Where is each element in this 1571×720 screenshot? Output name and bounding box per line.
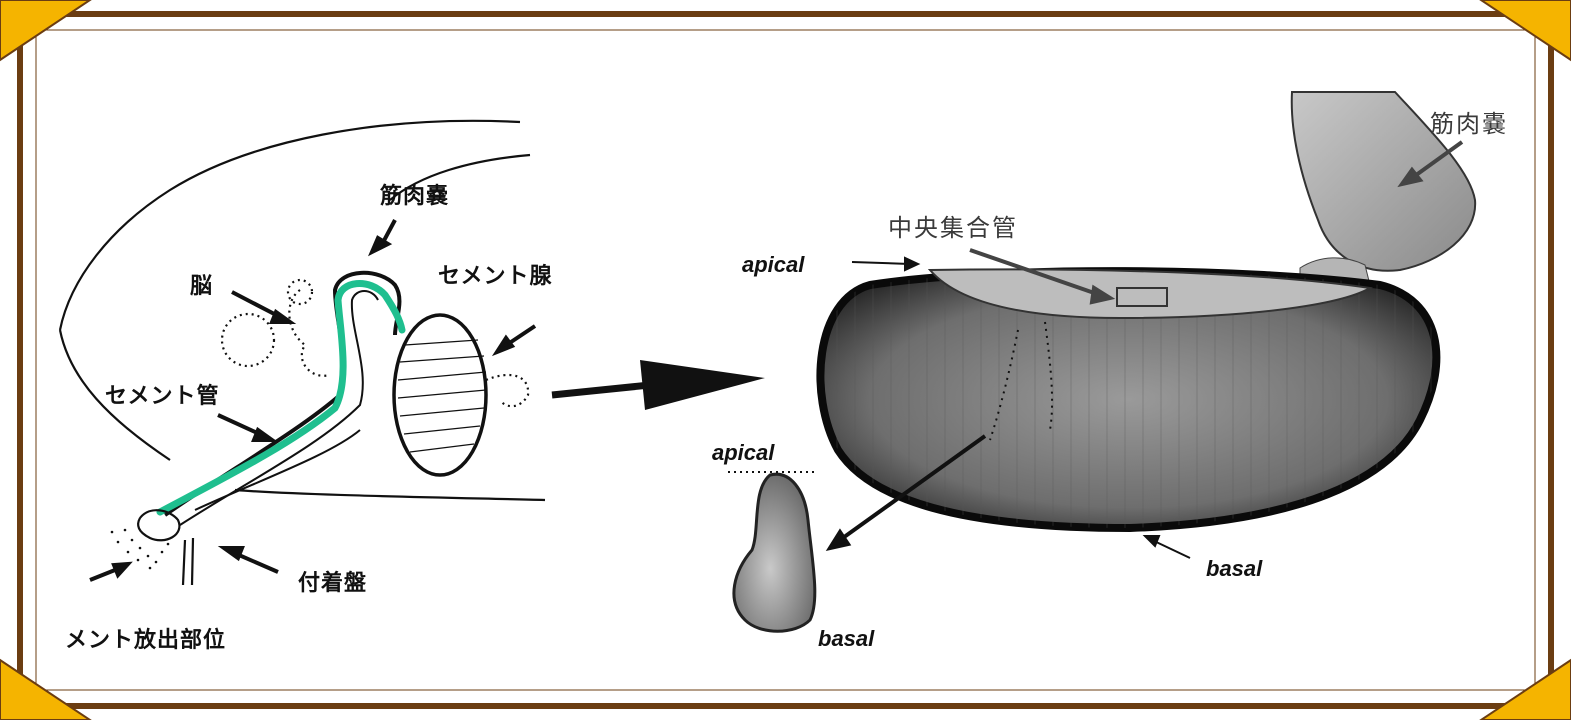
arrow-central-duct: [969, 248, 1116, 305]
label-cement-release-site: メント放出部位: [65, 628, 227, 653]
arrow-apical: [851, 256, 921, 272]
corner-top-right: [1479, 0, 1571, 62]
corner-top-left: [0, 0, 92, 62]
arrow-adhesive-disc: [217, 546, 279, 574]
cement-gland: [392, 313, 488, 477]
gland-dotted-trail: [485, 373, 530, 408]
left-diagram: [58, 119, 546, 586]
label-apical-top: apical: [742, 252, 805, 277]
arrow-muscle-sac: [368, 219, 397, 257]
cement-duct-lower: [194, 429, 361, 511]
cement-duct-inner: [179, 290, 379, 526]
arrow-brain: [231, 290, 297, 324]
adhesive-disc: [137, 509, 181, 542]
arrow-cell-to-isolated: [825, 434, 987, 551]
muscle-sac-photo: [1290, 91, 1477, 272]
cement-gland-striations: [397, 339, 487, 453]
brain-lobe-small: [286, 278, 314, 306]
body-lower-line: [234, 488, 546, 502]
cement-dots: [110, 528, 170, 570]
arrow-release-site: [89, 561, 133, 582]
duct-highlight-box: [1116, 287, 1168, 307]
cell-outline-dotted: [989, 321, 1054, 441]
arrow-basal: [1142, 535, 1191, 559]
gland-striation-overlay: [820, 271, 1437, 528]
corner-bottom-left: [0, 658, 92, 720]
transition-arrow: [551, 360, 765, 410]
label-central-collecting-duct: 中央集合管: [888, 214, 1018, 242]
arrow-cement-gland: [491, 324, 537, 357]
label-cement-duct: セメント管: [105, 384, 220, 409]
arrow-cement-duct: [217, 413, 279, 442]
brain-lobe: [288, 289, 331, 377]
right-image: [728, 91, 1477, 633]
arrow-muscle-sac-right: [1397, 140, 1464, 188]
brain: [220, 312, 276, 368]
isolated-cell: [732, 472, 817, 633]
label-basal-cell: basal: [818, 626, 875, 651]
central-duct-band: [927, 268, 1374, 320]
corner-bottom-right: [1479, 658, 1571, 720]
label-muscle-sac: 筋肉嚢: [380, 184, 450, 209]
adhesive-stalk: [181, 537, 195, 586]
body-inner-line: [389, 153, 531, 201]
label-adhesive-disc: 付着盤: [298, 571, 368, 596]
body-outline-top: [58, 119, 521, 331]
body-outline-front: [58, 329, 171, 461]
label-apical-cell: apical: [712, 440, 775, 465]
label-brain: 脳: [190, 274, 214, 299]
cement-path-highlight: [156, 280, 406, 516]
label-muscle-sac-right: 筋肉嚢: [1430, 110, 1508, 138]
label-cement-gland: セメント腺: [438, 264, 553, 289]
label-basal-bottom: basal: [1206, 556, 1263, 581]
